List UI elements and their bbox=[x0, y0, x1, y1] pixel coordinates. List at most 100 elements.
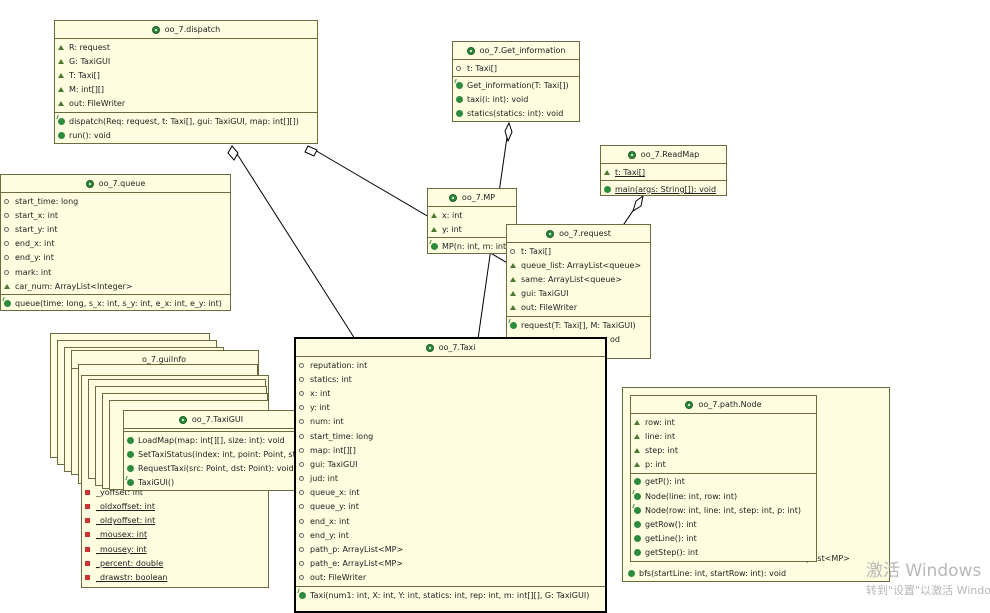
field-row[interactable]: G: TaxiGUI bbox=[55, 54, 317, 68]
field-row[interactable]: _oldyoffset: int bbox=[82, 514, 268, 528]
class-readmap[interactable]: oo_7.ReadMap t: Taxi[] main(args: String… bbox=[600, 145, 727, 196]
field-row[interactable]: _drawstr: boolean bbox=[82, 570, 268, 584]
field-row[interactable]: gui: TaxiGUI bbox=[296, 457, 605, 471]
activation-watermark-subtitle: 转到"设置"以激活 Windows bbox=[866, 584, 990, 597]
field-row[interactable]: reputation: int bbox=[296, 358, 605, 372]
field-row[interactable]: car_num: ArrayList<Integer> bbox=[1, 279, 230, 293]
field-row[interactable]: M: int[][] bbox=[55, 83, 317, 97]
field-row[interactable]: out: FileWriter bbox=[55, 97, 317, 111]
method-row[interactable]: Get_information(T: Taxi[]) bbox=[453, 78, 579, 92]
class-get-information[interactable]: oo_7.Get_information t: Taxi[] Get_infor… bbox=[452, 41, 580, 122]
field-row[interactable]: end_x: int bbox=[1, 237, 230, 251]
field-row[interactable]: gui: TaxiGUI bbox=[507, 287, 650, 301]
method-row[interactable]: queue(time: long, s_x: int, s_y: int, e_… bbox=[1, 296, 230, 310]
method-row[interactable]: Taxi(num1: int, X: int, Y: int, statics:… bbox=[296, 588, 605, 602]
field-row[interactable]: y: int bbox=[296, 401, 605, 415]
field-row[interactable]: queue_x: int bbox=[296, 486, 605, 500]
field-row[interactable]: p: int bbox=[631, 458, 816, 472]
field-row[interactable]: t: Taxi[] bbox=[507, 244, 650, 258]
method-row-partial[interactable]: yList<MP> bbox=[806, 553, 850, 563]
field-row[interactable]: _mousey: int bbox=[82, 542, 268, 556]
class-queue[interactable]: oo_7.queue start_time: long start_x: int… bbox=[0, 174, 231, 311]
field-row[interactable]: out: FileWriter bbox=[507, 301, 650, 315]
class-dispatch[interactable]: oo_7.dispatch R: request G: TaxiGUI T: T… bbox=[54, 20, 318, 144]
method-row[interactable]: Node(row: int, line: int, step: int, p: … bbox=[631, 503, 816, 517]
field-row[interactable]: start_time: long bbox=[1, 194, 230, 208]
constructor-icon bbox=[58, 117, 65, 125]
method-row[interactable]: bfs(startLine: int, startRow: int): void bbox=[625, 566, 786, 580]
method-row[interactable]: getP(): int bbox=[631, 475, 816, 489]
field-row[interactable]: end_y: int bbox=[1, 251, 230, 265]
field-row[interactable]: num: int bbox=[296, 415, 605, 429]
field-row[interactable]: statics: int bbox=[296, 372, 605, 386]
class-icon bbox=[85, 179, 94, 188]
method-row[interactable]: getStep(): int bbox=[631, 546, 816, 560]
private-field-icon bbox=[85, 560, 90, 566]
method-row[interactable]: request(T: Taxi[], M: TaxiGUI) bbox=[507, 318, 650, 332]
field-row[interactable]: t: Taxi[] bbox=[601, 165, 726, 179]
method-row[interactable]: run(): void bbox=[55, 128, 317, 142]
field-row[interactable]: path_e: ArrayList<MP> bbox=[296, 557, 605, 571]
method-row[interactable]: dispatch(Req: request, t: Taxi[], gui: T… bbox=[55, 114, 317, 128]
method-row[interactable]: taxi(i: int): void bbox=[453, 92, 579, 106]
class-taxi[interactable]: oo_7.Taxi reputation: int statics: int x… bbox=[294, 337, 607, 613]
method-row[interactable]: MP(n: int, m: int) bbox=[428, 239, 516, 253]
class-request[interactable]: oo_7.request t: Taxi[] queue_list: Array… bbox=[506, 224, 651, 359]
package-field-icon bbox=[58, 72, 64, 78]
method-row[interactable]: TaxiGUI() bbox=[124, 476, 298, 490]
class-title: oo_7.Get_information bbox=[479, 46, 566, 55]
field-row[interactable]: start_time: long bbox=[296, 429, 605, 443]
method-icon bbox=[127, 450, 134, 458]
field-icon bbox=[299, 376, 304, 382]
field-row[interactable]: same: ArrayList<queue> bbox=[507, 272, 650, 286]
class-title: oo_7.path.Node bbox=[698, 400, 762, 409]
class-title: oo_7.ReadMap bbox=[640, 150, 700, 159]
method-row[interactable]: main(args: String[]): void bbox=[601, 182, 726, 195]
field-row[interactable]: end_x: int bbox=[296, 514, 605, 528]
field-row[interactable]: mark: int bbox=[1, 265, 230, 279]
field-row[interactable]: row: int bbox=[631, 415, 816, 429]
method-row[interactable]: Node(line: int, row: int) bbox=[631, 489, 816, 503]
field-row[interactable]: step: int bbox=[631, 443, 816, 457]
methods-section: getP(): int Node(line: int, row: int) No… bbox=[631, 474, 816, 561]
field-row[interactable]: queue_list: ArrayList<queue> bbox=[507, 258, 650, 272]
field-icon bbox=[299, 476, 304, 482]
method-row-partial[interactable]: od bbox=[610, 334, 620, 344]
field-row[interactable]: start_x: int bbox=[1, 208, 230, 222]
method-row[interactable]: statics(statics: int): void bbox=[453, 107, 579, 121]
method-row[interactable]: getLine(): int bbox=[631, 532, 816, 546]
field-row[interactable]: T: Taxi[] bbox=[55, 68, 317, 82]
field-row[interactable]: x: int bbox=[428, 208, 516, 222]
field-row[interactable]: start_y: int bbox=[1, 222, 230, 236]
field-row[interactable]: _mousex: int bbox=[82, 528, 268, 542]
field-row[interactable]: queue_y: int bbox=[296, 500, 605, 514]
fields-section: R: request G: TaxiGUI T: Taxi[] M: int[]… bbox=[55, 39, 317, 113]
method-row[interactable]: SetTaxiStatus(index: int, point: Point, … bbox=[124, 447, 298, 461]
field-row[interactable]: path_p: ArrayList<MP> bbox=[296, 542, 605, 556]
field-row[interactable]: y: int bbox=[428, 222, 516, 236]
methods-section: Taxi(num1: int, X: int, Y: int, statics:… bbox=[296, 587, 605, 603]
field-row[interactable]: t: Taxi[] bbox=[453, 61, 579, 75]
class-taxigui[interactable]: oo_7.TaxiGUI LoadMap(map: int[][], size:… bbox=[123, 410, 299, 491]
field-row[interactable]: map: int[][] bbox=[296, 443, 605, 457]
field-row[interactable]: out: FileWriter bbox=[296, 571, 605, 585]
methods-section: request(T: Taxi[], M: TaxiGUI) od bbox=[507, 317, 650, 347]
method-row[interactable]: LoadMap(map: int[][], size: int): void bbox=[124, 433, 298, 447]
field-row[interactable]: line: int bbox=[631, 429, 816, 443]
field-row[interactable]: R: request bbox=[55, 40, 317, 54]
method-row[interactable]: getRow(): int bbox=[631, 517, 816, 531]
field-row[interactable]: _yoffset: int bbox=[82, 485, 268, 499]
field-row[interactable]: jud: int bbox=[296, 472, 605, 486]
field-icon bbox=[456, 65, 461, 71]
field-row[interactable]: _percent: double bbox=[82, 556, 268, 570]
field-row[interactable]: end_y: int bbox=[296, 528, 605, 542]
field-icon bbox=[299, 490, 304, 496]
method-row[interactable]: RequestTaxi(src: Point, dst: Point): voi… bbox=[124, 461, 298, 475]
field-row[interactable]: _oldxoffset: int bbox=[82, 499, 268, 513]
class-icon bbox=[546, 229, 555, 238]
class-mp[interactable]: oo_7.MP x: int y: int MP(n: int, m: int) bbox=[427, 188, 517, 254]
private-field-icon bbox=[85, 489, 90, 495]
field-row[interactable]: x: int bbox=[296, 386, 605, 400]
fields-section: t: Taxi[] bbox=[601, 164, 726, 182]
class-node[interactable]: oo_7.path.Node row: int line: int step: … bbox=[630, 395, 817, 562]
